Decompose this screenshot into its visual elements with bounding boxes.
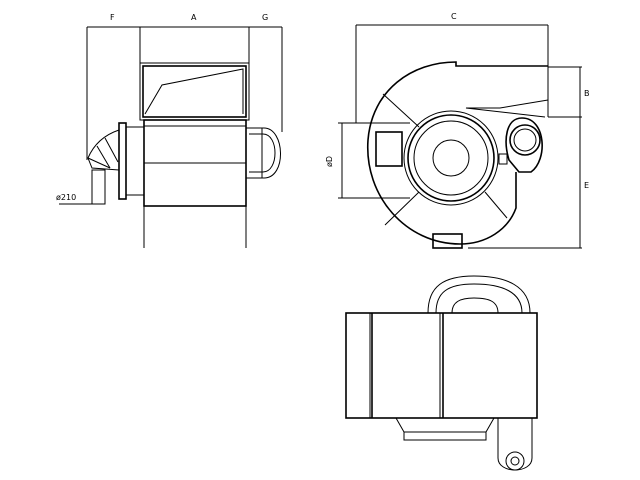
top-body	[345, 312, 538, 419]
side-view-dimensions: F A G	[86, 13, 283, 160]
housing-body	[143, 119, 247, 248]
dim-label-d: øD	[325, 156, 334, 167]
inlet-flange	[118, 122, 145, 200]
front-view-dimensions: C B E øD	[325, 12, 590, 249]
dim-label-c: C	[451, 12, 457, 21]
top-view	[345, 275, 538, 471]
dim-label-b: B	[584, 89, 590, 98]
motor-top-box	[139, 62, 250, 121]
dim-label-a: A	[191, 13, 197, 22]
access-panel	[375, 131, 403, 167]
top-motor-extension	[497, 418, 533, 471]
impeller-rings	[403, 110, 499, 206]
motor-boss	[498, 117, 543, 173]
dim-label-f: F	[110, 13, 115, 22]
side-view: F A G	[56, 13, 283, 248]
inlet-elbow: ø210	[56, 129, 120, 205]
volute-casing	[367, 61, 549, 249]
inlet-diameter-label: ø210	[56, 193, 76, 202]
outlet-scroll-side	[246, 127, 281, 179]
top-scroll-handle	[427, 275, 531, 314]
front-view: C B E øD	[325, 12, 590, 249]
dim-label-g: G	[262, 13, 268, 22]
top-bottom-outlet	[395, 417, 495, 441]
support-struts	[382, 93, 508, 226]
dim-label-e: E	[584, 181, 589, 190]
